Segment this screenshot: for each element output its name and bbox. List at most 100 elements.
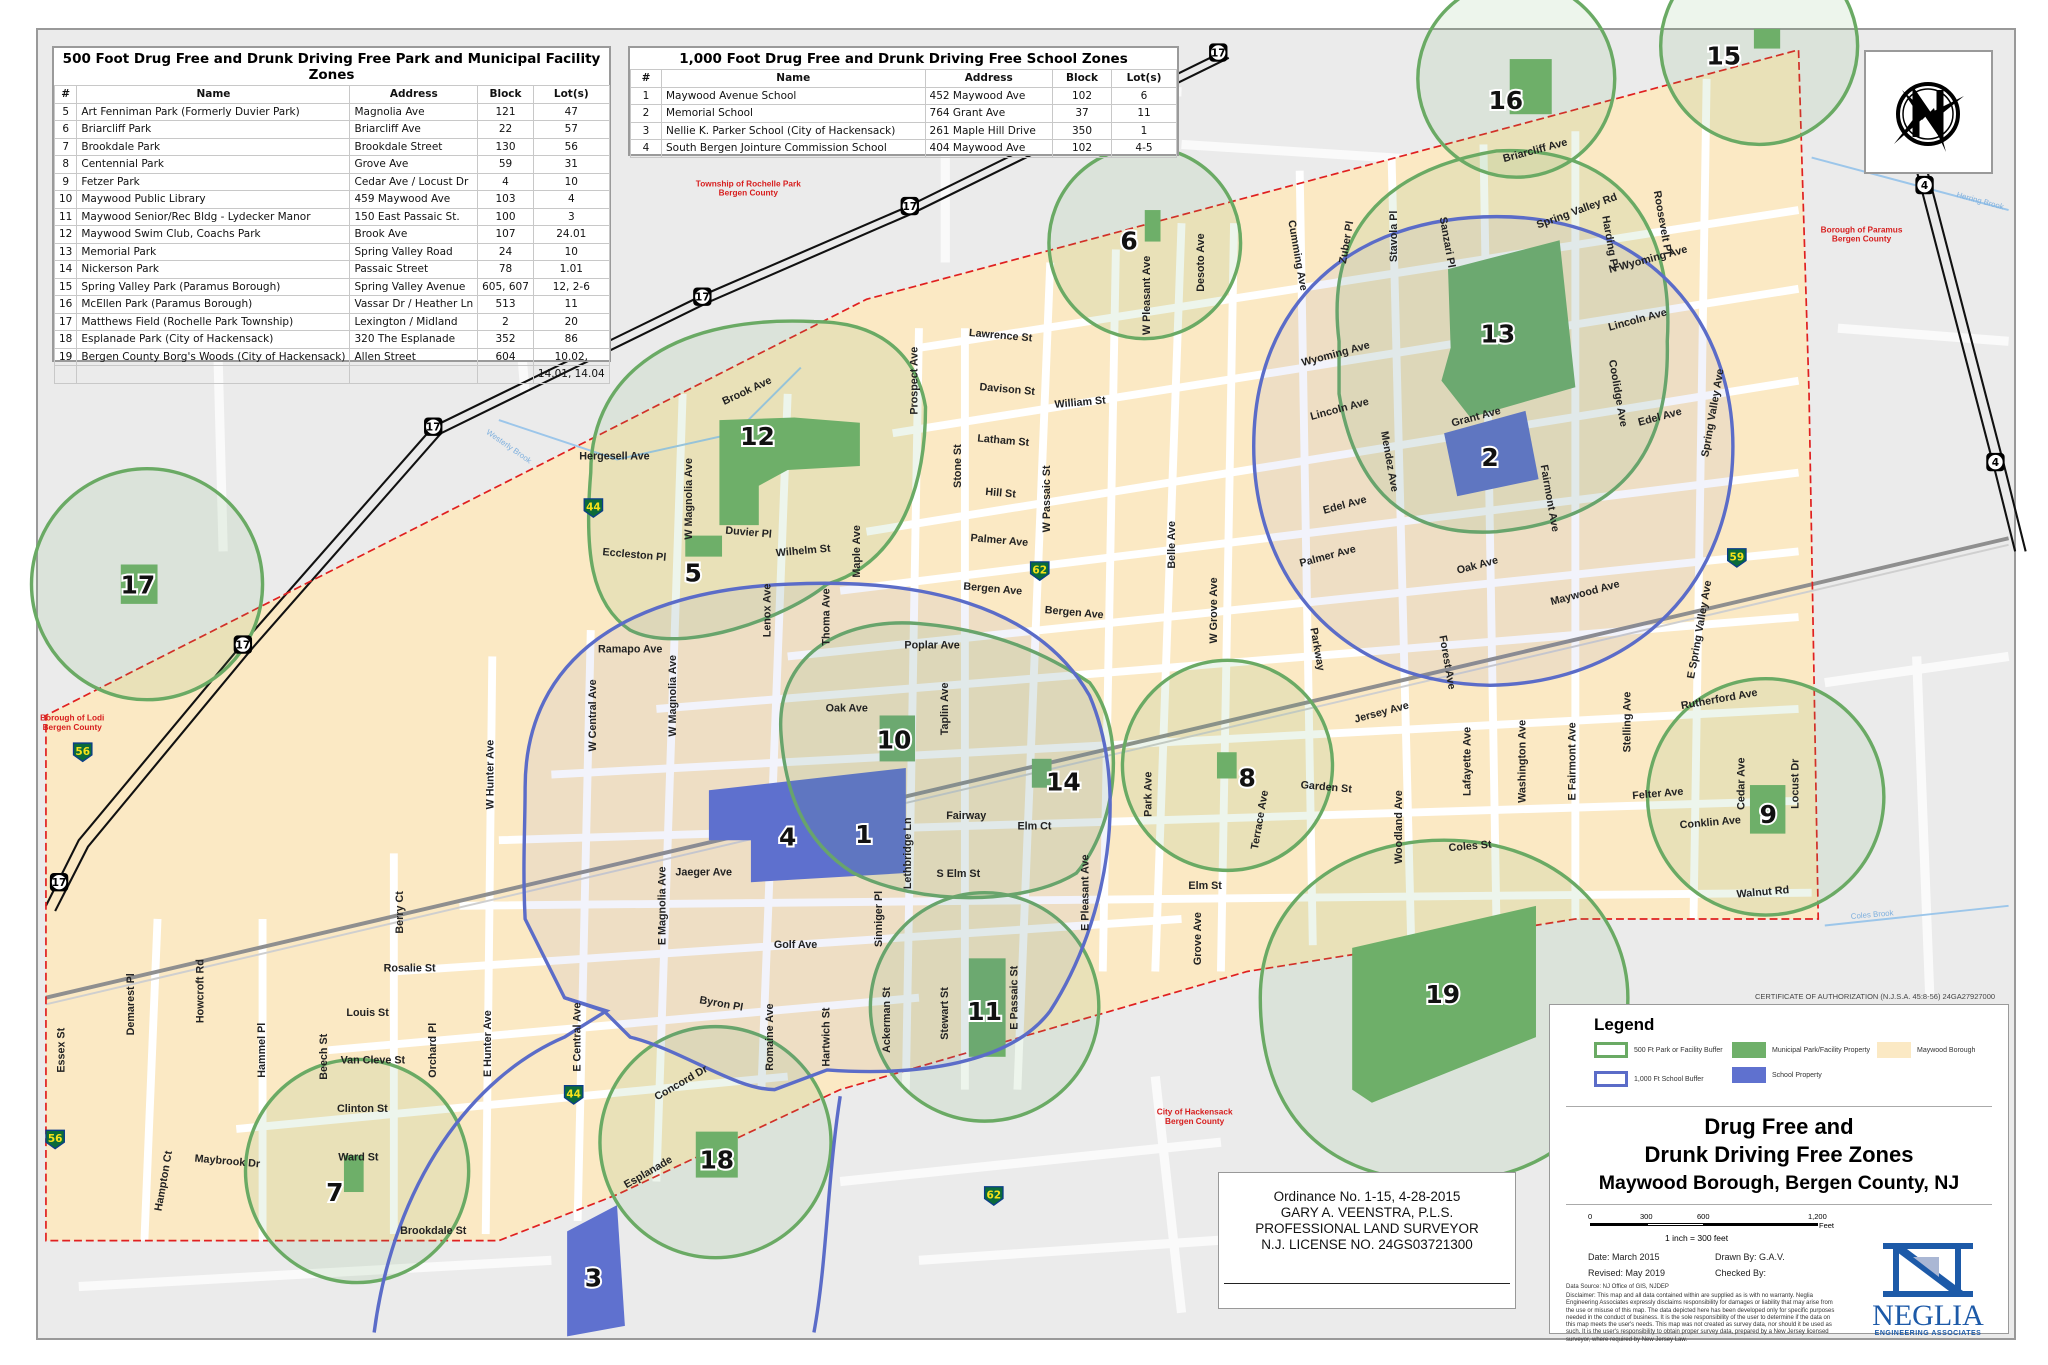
blue-outline-swatch <box>1594 1071 1628 1087</box>
table-cell: Esplanade Park (City of Hackensack) <box>76 330 351 349</box>
zone-number-label: 1 <box>855 820 872 849</box>
park-15 <box>1753 28 1781 49</box>
legend-item-maywood-borough: Maywood Borough <box>1877 1042 1975 1058</box>
table-cell: 7 <box>53 137 78 156</box>
route-17-shield-icon: 17 <box>900 196 919 216</box>
zone-number-label: 13 <box>1481 320 1516 349</box>
park-14 <box>1031 758 1052 788</box>
route-56-shield-icon: 56 <box>72 742 93 763</box>
table-cell: 15 <box>53 277 78 296</box>
street-label: Washington Ave <box>1516 720 1528 803</box>
street-label: Jaeger Ave <box>675 867 732 879</box>
table-cell: Bergen County Borg's Woods (City of Hack… <box>76 347 351 366</box>
street-label: Palmer Ave <box>970 532 1029 549</box>
green-outline-swatch <box>1594 1042 1628 1058</box>
table-cell: Grove Ave <box>349 155 479 174</box>
table-cell: 102 <box>1052 139 1112 158</box>
street-label: Lenox Ave <box>762 584 774 638</box>
ordinance-number: Ordinance No. 1-15, 4-28-2015 <box>1273 1189 1461 1204</box>
street-label: William St <box>1054 394 1107 410</box>
table-cell: 47 <box>532 102 610 121</box>
table-cell: Nickerson Park <box>76 260 351 279</box>
column-header: Address <box>349 85 479 104</box>
street-label: Grove Ave <box>1192 912 1204 965</box>
table-cell: 14.01, 14.04 <box>532 365 610 384</box>
zone-number-label: 11 <box>967 997 1002 1026</box>
table-cell: 4-5 <box>1111 139 1177 158</box>
municipality-county: Bergen County <box>1832 235 1892 244</box>
table-cell: Brookdale Park <box>76 137 351 156</box>
park-9 <box>1749 785 1786 834</box>
street-label: Woodland Ave <box>1393 790 1405 864</box>
buffer-school-3 <box>372 996 842 1333</box>
buffer-7 <box>243 1057 471 1285</box>
legend-item-park-property: Municipal Park/Facility Property <box>1732 1042 1870 1058</box>
park-11 <box>968 958 1006 1057</box>
table-cell: 24 <box>477 242 534 261</box>
table-cell: 12 <box>53 225 78 244</box>
street-label: Poplar Ave <box>904 640 959 652</box>
map-subtitle: Maywood Borough, Bergen County, NJ <box>1598 1172 1960 1194</box>
table-cell <box>53 365 78 384</box>
table-cell: 37 <box>1052 104 1112 123</box>
street-label: Clinton St <box>337 1103 388 1115</box>
zone-number-label: 4 <box>779 822 796 851</box>
park-13 <box>1441 240 1576 418</box>
street-label: Lafayette Ave <box>1461 727 1473 796</box>
table-cell: Matthews Field (Rochelle Park Township) <box>76 312 351 331</box>
street-label: Fairway <box>946 810 986 822</box>
route-56-shield-icon: 56 <box>45 1129 65 1150</box>
table-cell: 1 <box>1111 121 1177 140</box>
table-cell: Briarcliff Park <box>76 120 351 139</box>
map-title-line1: Drug Free and <box>1704 1114 1854 1139</box>
street-label: Elm St <box>1188 880 1222 892</box>
table-cell: Spring Valley Avenue <box>349 277 479 296</box>
street-label: Hill St <box>985 486 1017 501</box>
table-cell: South Bergen Jointure Commission School <box>661 139 926 158</box>
table-cell: Allen Street <box>349 347 479 366</box>
school-3 <box>567 1205 625 1337</box>
street-label: W Magnolia Ave <box>683 458 695 540</box>
buffer-9 <box>1645 677 1886 917</box>
municipality-county: Bergen County <box>1165 1117 1225 1126</box>
scale-bar: 0 300 600 1,200 Feet 1 inch = 300 feet <box>1588 1212 1835 1243</box>
table-cell: 10.02, <box>532 347 610 366</box>
street-label: W Magnolia Ave <box>667 655 679 737</box>
street-label: Oak Ave <box>826 703 868 715</box>
legend-item-school-buffer: 1,000 Ft School Buffer <box>1594 1071 1704 1087</box>
table-cell: McEllen Park (Paramus Borough) <box>76 295 351 314</box>
buffer-15 <box>1659 0 1860 147</box>
table-cell <box>349 365 479 384</box>
table-cell: 3 <box>630 121 662 140</box>
column-header: Block <box>1052 69 1112 88</box>
table-cell: 350 <box>1052 121 1112 140</box>
borough-boundary <box>45 48 1820 1242</box>
route-62-shield-icon: 62 <box>1029 561 1050 582</box>
map-revised-date: Revised: May 2019 <box>1588 1268 1666 1278</box>
zone-number-label: 17 <box>120 570 155 599</box>
table-cell: 86 <box>532 330 610 349</box>
table-cell: 11 <box>1111 104 1177 123</box>
park-zones-table-panel: 500 Foot Drug Free and Drunk Driving Fre… <box>52 46 611 384</box>
street-label: Hergesell Ave <box>579 450 649 462</box>
street-label: Wilhelm St <box>775 543 831 560</box>
column-header: # <box>630 69 662 88</box>
municipality-name: Borough of Lodi <box>40 714 104 723</box>
column-header: Block <box>477 85 534 104</box>
table-cell: Memorial School <box>661 104 926 123</box>
street-label: Ackerman St <box>881 987 893 1053</box>
school-2 <box>1444 410 1539 497</box>
park-table-title: 500 Foot Drug Free and Drunk Driving Fre… <box>62 51 601 83</box>
buffer-19 <box>1258 838 1630 1184</box>
street-label: Latham St <box>977 432 1030 449</box>
table-cell: 6 <box>1111 86 1177 105</box>
table-cell: Nellie K. Parker School (City of Hackens… <box>661 121 926 140</box>
street-label: E Central Ave <box>571 1003 583 1072</box>
green-fill-swatch <box>1732 1042 1766 1058</box>
